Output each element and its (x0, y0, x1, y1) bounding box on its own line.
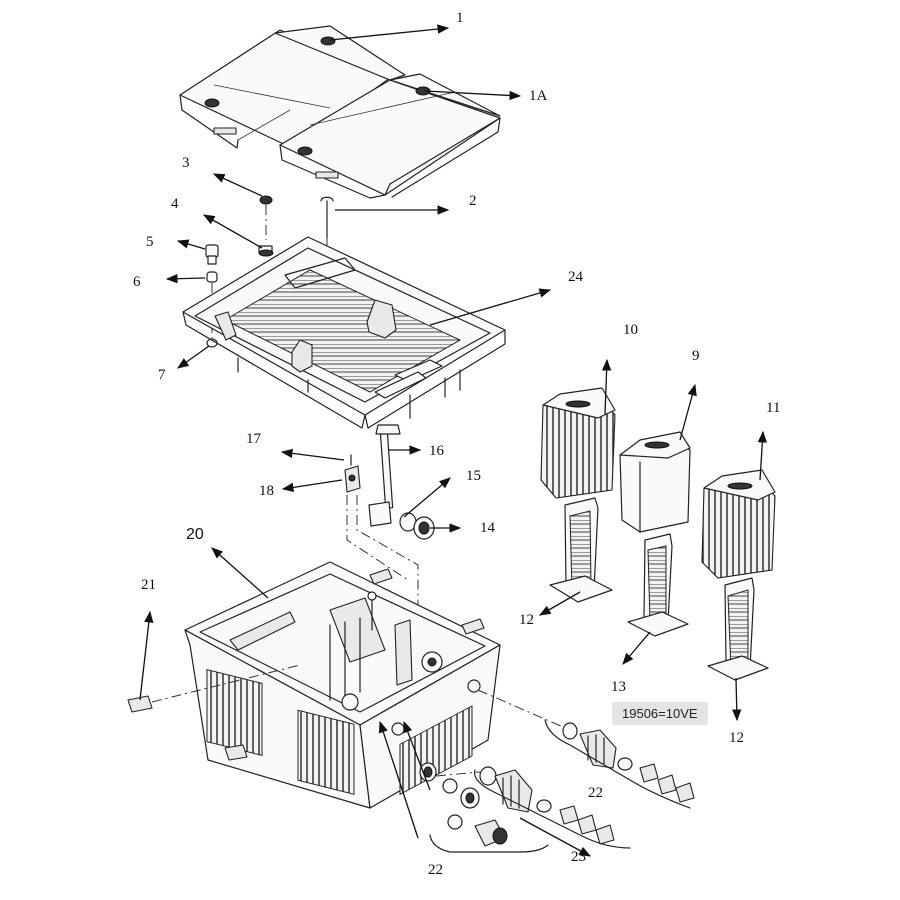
label-part-4: 4 (171, 196, 179, 212)
main-housing (184, 561, 501, 809)
label-part-23: 23 (571, 849, 586, 865)
label-part-6: 6 (133, 274, 141, 290)
label-part-22-bottom: 22 (428, 862, 443, 878)
label-part-2: 2 (469, 193, 477, 209)
label-part-1: 1 (456, 10, 464, 26)
label-part-12-lower: 12 (729, 730, 744, 746)
label-part-7: 7 (158, 367, 166, 383)
article-note-badge: 19506=10VE (612, 702, 708, 725)
label-part-1a: 1A (529, 88, 548, 104)
label-part-24: 24 (568, 269, 583, 285)
label-part-13: 13 (611, 679, 626, 695)
housing-clips (127, 664, 301, 761)
label-part-10: 10 (623, 322, 638, 338)
hose-fittings (429, 689, 695, 853)
label-part-11: 11 (766, 400, 781, 416)
small-hardware (205, 195, 334, 348)
label-part-9: 9 (692, 348, 700, 364)
filter-media (540, 387, 776, 681)
label-part-17: 17 (246, 431, 261, 447)
label-part-18: 18 (259, 483, 274, 499)
label-part-20: 20 (186, 526, 204, 543)
label-part-22-right: 22 (588, 785, 603, 801)
filter-tray (182, 236, 506, 429)
label-part-12-upper: 12 (519, 612, 534, 628)
label-part-3: 3 (182, 155, 190, 171)
label-part-15: 15 (466, 468, 481, 484)
label-part-14: 14 (480, 520, 495, 536)
lid-assembly (179, 25, 501, 199)
leader-lines (139, 24, 768, 857)
label-part-5: 5 (146, 234, 154, 250)
label-part-21: 21 (141, 577, 156, 593)
label-part-16: 16 (429, 443, 444, 459)
